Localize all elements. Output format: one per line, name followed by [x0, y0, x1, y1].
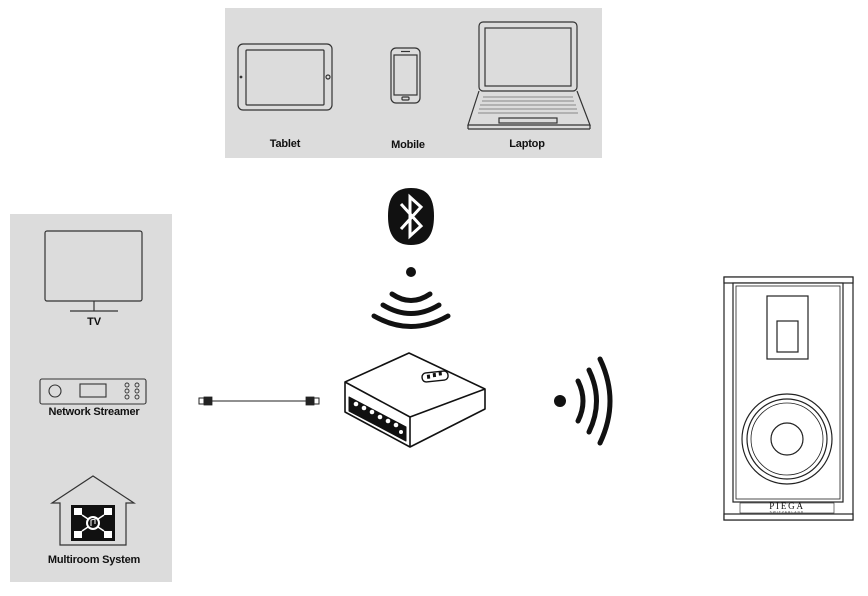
- network-streamer-icon: [39, 378, 147, 405]
- multiroom-label: Multiroom System: [47, 554, 141, 566]
- tablet-icon: [237, 43, 333, 111]
- mobile-label: Mobile: [391, 139, 425, 151]
- tv-icon: [44, 230, 143, 312]
- wifi-signal-icon: [371, 267, 451, 329]
- wireless-waves-icon: [554, 356, 613, 446]
- speaker-icon: [723, 276, 854, 521]
- bluetooth-icon: [388, 188, 434, 245]
- tablet-label: Tablet: [269, 138, 301, 150]
- laptop-icon: [467, 21, 591, 130]
- speaker-brand-logo: PIEGA SWITZERLAND: [746, 502, 828, 514]
- audio-cable-icon: [198, 396, 320, 406]
- tv-label: TV: [87, 316, 101, 328]
- source-devices-panel: [225, 8, 602, 158]
- laptop-label: Laptop: [509, 138, 545, 150]
- network-streamer-label: Network Streamer: [48, 406, 140, 418]
- connect-hub-icon: [344, 352, 486, 448]
- speaker-brand: PIEGA: [769, 501, 805, 511]
- mobile-icon: [390, 47, 421, 104]
- speaker-brand-sub: SWITZERLAND: [769, 510, 805, 514]
- multiroom-house-icon: [49, 475, 137, 546]
